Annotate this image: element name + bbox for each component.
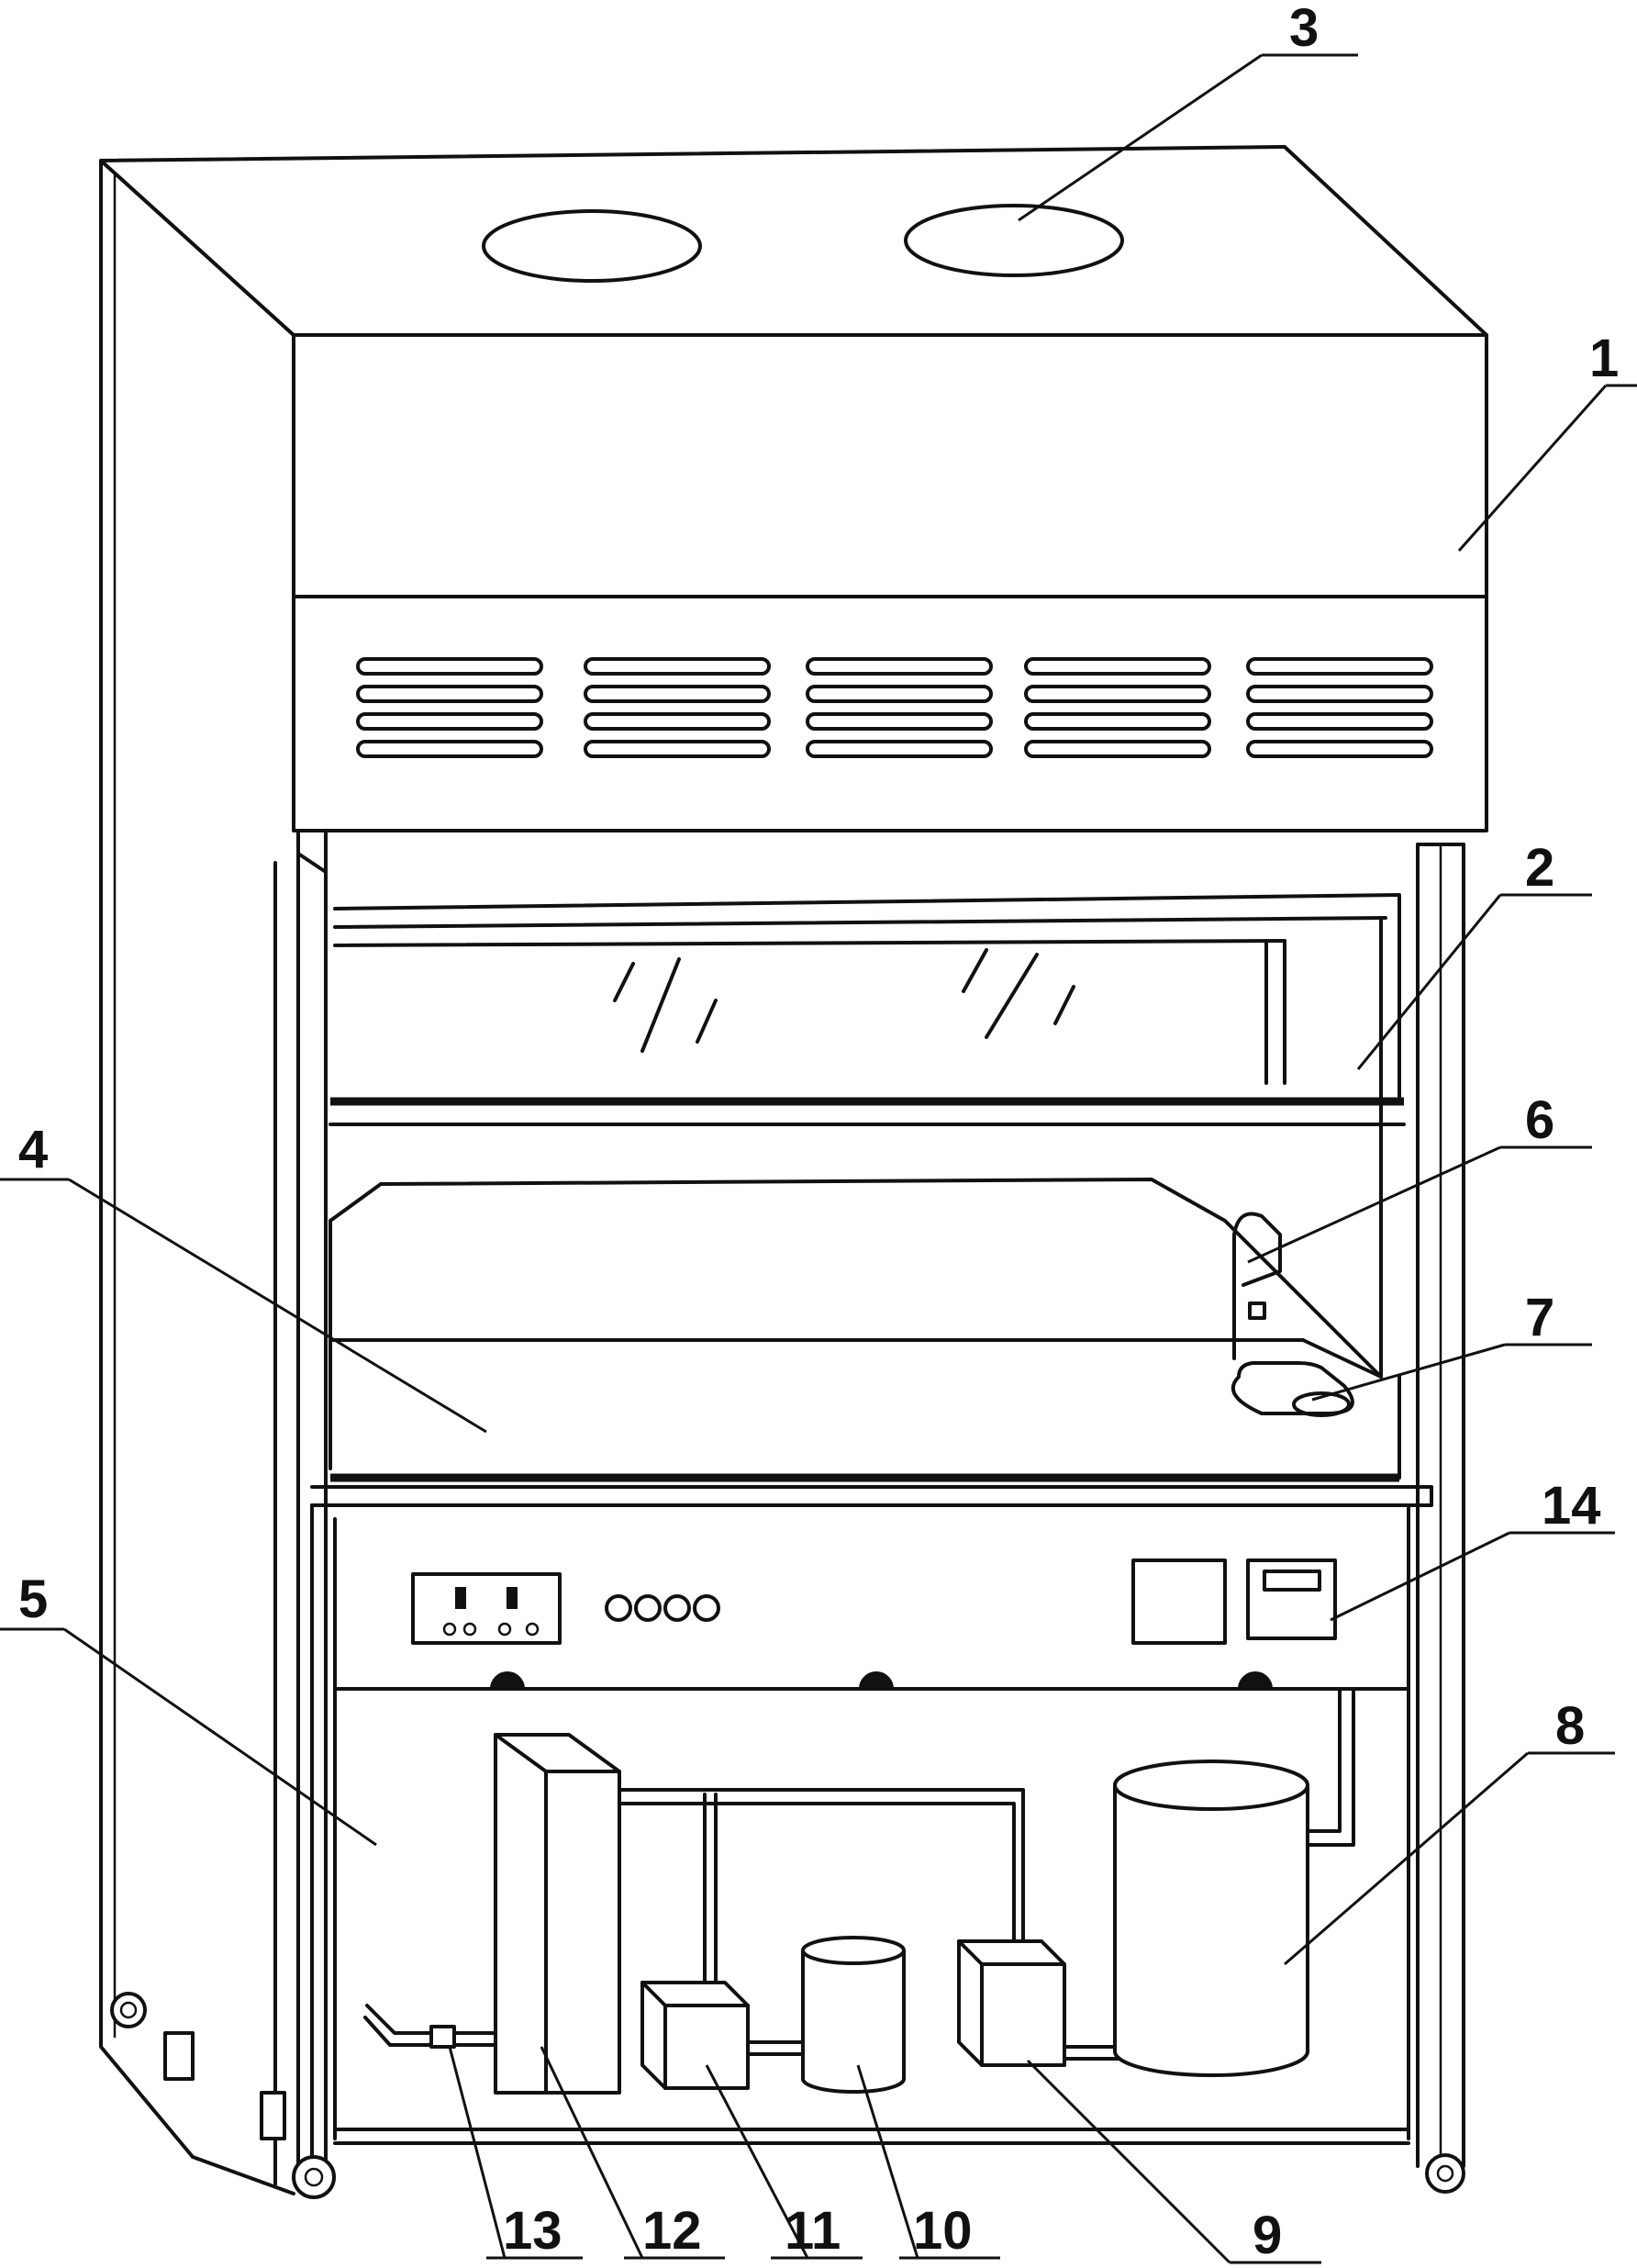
sink xyxy=(1231,1361,1354,1417)
vent-slot xyxy=(356,685,543,703)
vent-slot xyxy=(806,740,993,758)
vent-slot xyxy=(584,685,771,703)
vent-slot xyxy=(1246,740,1433,758)
pipework xyxy=(618,1687,1355,2061)
vent-slot xyxy=(1024,657,1211,676)
control-knobs xyxy=(605,1594,720,1622)
label-5: 5 xyxy=(18,1570,48,1629)
top-hood xyxy=(99,145,1488,832)
label-14: 14 xyxy=(1542,1476,1601,1536)
label-1: 1 xyxy=(1589,329,1619,388)
part-labels: 1 2 3 4 5 6 7 8 9 10 11 12 13 14 xyxy=(18,0,1619,2265)
lower-cabinet xyxy=(333,1687,1410,2145)
indicator-panel xyxy=(1131,1559,1227,1645)
sash-window xyxy=(329,893,1406,1379)
vent-slot xyxy=(1246,657,1433,676)
display-controller xyxy=(1246,1559,1337,1640)
label-8: 8 xyxy=(1555,1696,1585,1756)
large-tank xyxy=(1113,1760,1309,2077)
vent-slot xyxy=(1246,712,1433,731)
pump-left xyxy=(640,1981,750,2090)
small-tank xyxy=(801,1936,906,2094)
vent-slot xyxy=(1024,685,1211,703)
label-10: 10 xyxy=(913,2201,973,2261)
vent-slot xyxy=(806,657,993,676)
drain-valve xyxy=(363,2004,497,2049)
control-panel xyxy=(310,1485,1433,2159)
socket-panel xyxy=(411,1572,562,1645)
label-6: 6 xyxy=(1525,1090,1554,1150)
label-4: 4 xyxy=(18,1120,48,1179)
vent-slot xyxy=(1024,740,1211,758)
vent-slot xyxy=(356,657,543,676)
label-13: 13 xyxy=(503,2201,562,2261)
glass-reflection-marks xyxy=(613,948,1075,1053)
exhaust-port-right xyxy=(904,204,1124,277)
vent-slot xyxy=(356,712,543,731)
exhaust-port-left xyxy=(482,209,702,283)
panel-fasteners xyxy=(489,1671,1274,1690)
label-12: 12 xyxy=(642,2201,702,2261)
label-11: 11 xyxy=(785,2201,841,2261)
front-frame xyxy=(296,829,1465,2168)
vent-slot xyxy=(806,685,993,703)
label-2: 2 xyxy=(1525,838,1554,898)
label-3: 3 xyxy=(1289,0,1319,58)
casters xyxy=(110,1992,1465,2199)
left-side-panel xyxy=(99,159,295,2195)
vent-slot xyxy=(584,740,771,758)
filter-unit xyxy=(494,1733,621,2095)
vent-slot xyxy=(584,712,771,731)
leaders xyxy=(0,53,1637,2264)
vent-louvers xyxy=(356,657,1433,758)
pump-right xyxy=(957,1939,1066,2067)
label-9: 9 xyxy=(1253,2206,1282,2265)
vent-slot xyxy=(356,740,543,758)
label-7: 7 xyxy=(1525,1288,1554,1347)
vent-slot xyxy=(806,712,993,731)
vent-slot xyxy=(584,657,771,676)
vent-slot xyxy=(1024,712,1211,731)
faucet xyxy=(1232,1212,1282,1360)
vent-slot xyxy=(1246,685,1433,703)
